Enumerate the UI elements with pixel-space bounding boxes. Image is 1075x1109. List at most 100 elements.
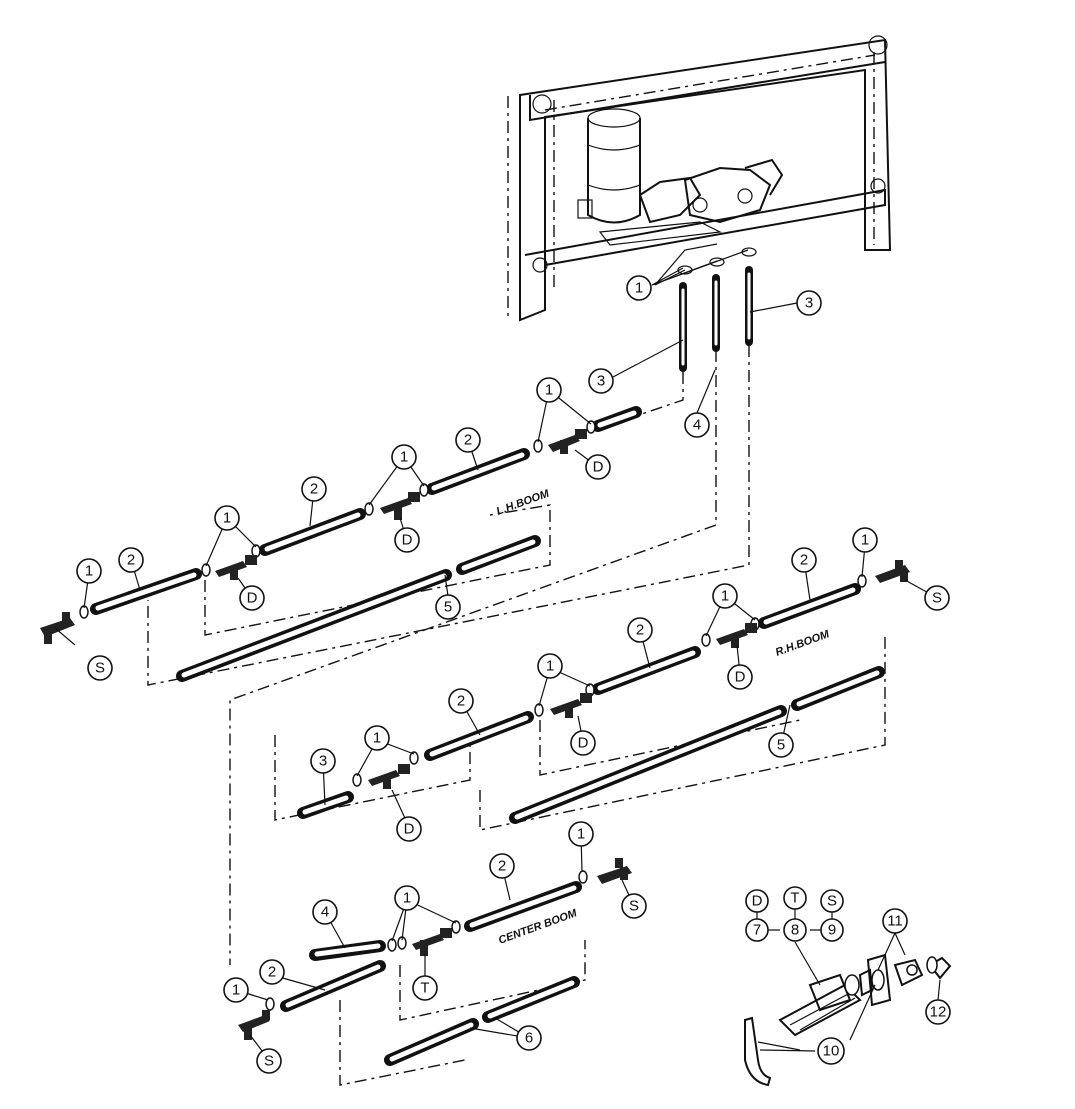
callout-8: 8 <box>783 918 807 942</box>
callout-D: D <box>745 889 769 913</box>
svg-text:4: 4 <box>693 417 701 434</box>
svg-text:2: 2 <box>800 552 808 569</box>
svg-text:2: 2 <box>127 552 135 569</box>
svg-text:T: T <box>790 890 799 907</box>
callout-1: 1 <box>223 977 249 1003</box>
callout-S: S <box>924 585 950 611</box>
svg-text:1: 1 <box>545 382 553 399</box>
callout-11: 11 <box>882 908 908 934</box>
svg-text:1: 1 <box>403 890 411 907</box>
svg-text:12: 12 <box>930 1004 947 1021</box>
svg-text:3: 3 <box>805 295 813 312</box>
svg-text:9: 9 <box>828 922 836 939</box>
svg-text:D: D <box>402 532 413 549</box>
pipes <box>90 406 885 1066</box>
svg-text:5: 5 <box>444 599 452 616</box>
clamp-ring <box>79 420 867 1011</box>
svg-text:7: 7 <box>753 922 761 939</box>
callout-1: 1 <box>568 821 594 847</box>
svg-text:5: 5 <box>777 737 785 754</box>
callout-6: 6 <box>516 1025 542 1051</box>
pump-motor <box>577 108 784 246</box>
callout-2: 2 <box>627 617 653 643</box>
svg-text:2: 2 <box>268 964 276 981</box>
svg-text:T: T <box>420 980 429 997</box>
callout-2: 2 <box>791 547 817 573</box>
callout-1: 1 <box>537 653 563 679</box>
svg-text:1: 1 <box>400 449 408 466</box>
svg-text:4: 4 <box>321 904 329 921</box>
vertical-hoses <box>654 243 757 372</box>
svg-text:1: 1 <box>635 280 643 297</box>
callout-D: D <box>239 585 265 611</box>
svg-text:1: 1 <box>861 532 869 549</box>
callout-5: 5 <box>435 594 461 620</box>
svg-text:1: 1 <box>223 510 231 527</box>
callout-1: 1 <box>391 444 417 470</box>
callout-2: 2 <box>301 476 327 502</box>
svg-text:2: 2 <box>457 693 465 710</box>
callout-1: 1 <box>364 725 390 751</box>
callout-1: 1 <box>76 558 102 584</box>
svg-text:1: 1 <box>546 658 554 675</box>
callout-2: 2 <box>489 853 515 879</box>
callout-9: 9 <box>820 918 844 942</box>
callout-4: 4 <box>684 412 710 438</box>
callout-D: D <box>396 816 422 842</box>
svg-text:3: 3 <box>597 373 605 390</box>
callout-2: 2 <box>259 959 285 985</box>
frame-assembly <box>507 35 892 322</box>
svg-text:1: 1 <box>373 730 381 747</box>
valve-t <box>412 928 452 956</box>
svg-text:1: 1 <box>577 826 585 843</box>
callout-7: 7 <box>745 918 769 942</box>
callout-S: S <box>87 655 113 681</box>
callout-D: D <box>585 454 611 480</box>
svg-text:6: 6 <box>525 1030 533 1047</box>
svg-text:S: S <box>827 893 837 910</box>
svg-text:S: S <box>95 660 105 677</box>
svg-text:2: 2 <box>310 481 318 498</box>
svg-text:D: D <box>752 893 763 910</box>
svg-text:D: D <box>578 735 589 752</box>
svg-text:11: 11 <box>887 913 903 930</box>
svg-text:S: S <box>264 1053 274 1070</box>
callout-D: D <box>727 664 753 690</box>
callout-1: 1 <box>712 583 738 609</box>
nozzle-s <box>40 560 910 1040</box>
callout-1: 1 <box>626 275 652 301</box>
callout-D: D <box>394 527 420 553</box>
callout-T: T <box>783 886 807 910</box>
svg-text:D: D <box>247 590 258 607</box>
svg-text:1: 1 <box>85 563 93 580</box>
svg-text:10: 10 <box>823 1043 840 1060</box>
callout-1: 1 <box>852 527 878 553</box>
lh-boom-label: L.H.BOOM <box>495 487 552 517</box>
callout-3: 3 <box>588 368 614 394</box>
callout-S: S <box>820 889 844 913</box>
valve-d <box>215 429 757 789</box>
svg-text:1: 1 <box>721 588 729 605</box>
svg-text:3: 3 <box>319 753 327 770</box>
fittings <box>40 420 910 1040</box>
legend-connector <box>756 909 833 919</box>
callout-10: 10 <box>817 1037 845 1065</box>
callout-3: 3 <box>796 290 822 316</box>
detail-assembly <box>744 953 952 1087</box>
callout-5: 5 <box>768 732 794 758</box>
callout-D: D <box>570 730 596 756</box>
callout-12: 12 <box>925 999 951 1025</box>
svg-text:2: 2 <box>636 622 644 639</box>
svg-text:1: 1 <box>232 982 240 999</box>
callout-S: S <box>256 1048 282 1074</box>
callout-4: 4 <box>312 899 338 925</box>
callout-2: 2 <box>448 688 474 714</box>
svg-text:S: S <box>932 590 942 607</box>
svg-text:D: D <box>735 669 746 686</box>
callout-2: 2 <box>455 427 481 453</box>
callout-S: S <box>621 893 647 919</box>
routing-lines <box>147 345 886 1086</box>
svg-text:2: 2 <box>464 432 472 449</box>
svg-text:S: S <box>629 898 639 915</box>
